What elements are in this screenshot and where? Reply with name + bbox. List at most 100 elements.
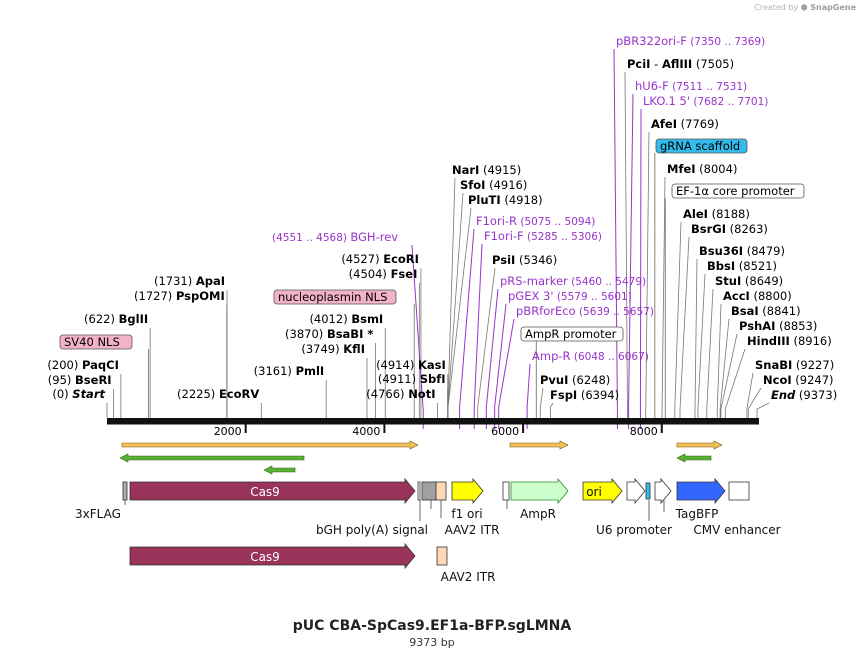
cut-site-pluti: PluTI (4918)	[468, 193, 543, 207]
cut-site-position: (4914)	[376, 358, 418, 372]
cut-site-position: (3870)	[285, 327, 327, 341]
u6-promoter-arrow	[626, 477, 646, 505]
feature-label-aav2itr: AAV2 ITR	[445, 523, 500, 537]
feature-label-cas9: Cas9	[250, 485, 280, 499]
cut-site-position: (9373)	[795, 388, 837, 402]
cut-site-name: PmlI	[296, 364, 325, 378]
cut-site-line-nari	[447, 177, 456, 418]
cut-site-position: (8649)	[741, 274, 783, 288]
cut-site-name: SbfI	[420, 372, 446, 386]
ampr-promoter-block	[502, 481, 510, 501]
backbone-strand	[107, 418, 759, 423]
cut-site-position: (7769)	[677, 117, 719, 131]
cut-site-mfei: MfeI (8004)	[667, 162, 737, 176]
cut-site-name: PvuI	[540, 373, 568, 387]
cut-site-name: BsmI	[351, 312, 383, 326]
primer-hu6-f: hU6-F (7511 .. 7531)	[635, 79, 747, 93]
feature-tag-text: AmpR promoter	[525, 327, 617, 341]
cut-site-line-pshai	[720, 333, 738, 418]
snapgene-logo-icon: ⬢	[800, 3, 808, 12]
cut-site-pcii: PciI - AflIII (7505)	[627, 57, 734, 71]
cut-site-position: (4915)	[479, 163, 521, 177]
flag-block	[122, 481, 128, 501]
cut-site-position: (0)	[52, 387, 72, 401]
cut-site-separator: -	[650, 57, 661, 71]
ampr-arrow	[510, 477, 569, 505]
cut-site-name: Start	[72, 387, 105, 401]
cut-site-position: (1727)	[134, 289, 176, 303]
nls-block	[417, 481, 421, 501]
cut-site-position: (3161)	[254, 364, 296, 378]
primer-bgh-rev: (4551 .. 4568) BGH-rev	[272, 230, 398, 244]
orf-arrow	[263, 465, 296, 475]
cut-site-line-pvui	[539, 387, 544, 418]
credit-brand: SnapGene	[810, 3, 856, 12]
backbone-strand-lower	[107, 423, 759, 425]
cut-site-name: BsaI	[731, 304, 759, 318]
cut-site-name: FseI	[391, 267, 418, 281]
cut-site-position: (8188)	[708, 207, 750, 221]
cut-site-name: Bsu36I	[699, 244, 743, 258]
cut-site-bsmi: (4012) BsmI	[309, 312, 383, 326]
cut-site-line-bsai	[719, 318, 730, 418]
cut-site-name: PciI	[627, 57, 650, 71]
feature-label-bgh: bGH poly(A) signal	[316, 523, 428, 537]
cut-site-position: (6248)	[568, 373, 610, 387]
cut-site-line-pcii	[624, 71, 628, 418]
site-leader-lines	[106, 48, 770, 429]
primer-f1ori-f: F1ori-F (5285 .. 5306)	[484, 229, 602, 243]
cut-site-line-mfei	[661, 176, 666, 418]
cut-site-name: BsrGI	[691, 222, 726, 236]
credit-prefix: Created by	[754, 3, 799, 12]
cut-site-name: PluTI	[468, 193, 501, 207]
cut-site-name: KasI	[418, 358, 446, 372]
cut-site-line-fspi	[550, 402, 554, 418]
feature-tag-ef-1-core-promoter: EF-1α core promoter	[671, 183, 805, 199]
cut-site-position: (200)	[47, 358, 82, 372]
primer-range: (6048 .. 6067)	[571, 351, 649, 363]
cut-site-acci: AccI (8800)	[723, 289, 792, 303]
feature-label-ori: ori	[586, 485, 602, 499]
cut-site-position: (3749)	[301, 342, 343, 356]
primer-range: (7350 .. 7369)	[687, 36, 765, 48]
feature-tag-sv40-nls: SV40 NLS	[59, 334, 133, 350]
cut-site-position: (4911)	[378, 372, 420, 386]
feature-tag-text: gRNA scaffold	[660, 139, 740, 153]
cut-site-name: PshAI	[739, 319, 775, 333]
cut-site-position: (8853)	[775, 319, 817, 333]
primer-name: BGH-rev	[350, 230, 398, 244]
feature-tag-text: SV40 NLS	[64, 335, 120, 349]
cut-site-name: NarI	[452, 163, 479, 177]
cut-site-line-psii	[477, 267, 496, 418]
primer-range: (5075 .. 5094)	[517, 216, 595, 228]
cut-site-ncoi: NcoI (9247)	[763, 373, 834, 387]
orf-arrow	[676, 440, 723, 450]
primer-name: LKO.1 5'	[643, 94, 690, 108]
primer-line-pbr322ori-f	[613, 48, 618, 429]
primer-prs-marker: pRS-marker (5460 .. 5479)	[500, 274, 646, 288]
primer-line-lko-1-5	[639, 108, 642, 429]
cut-site-line-afei	[645, 131, 650, 418]
primer-pbrforeco: pBRforEco (5639 .. 5657)	[516, 304, 654, 318]
cut-site-paqci: (200) PaqCI	[47, 358, 118, 372]
feature-label-u6: U6 promoter	[596, 523, 672, 537]
cut-site-name: KflI	[343, 342, 365, 356]
primer-name: F1ori-F	[484, 229, 524, 243]
cut-site-line-pluti	[447, 207, 472, 418]
cut-site-name: PsiI	[492, 253, 515, 267]
ori-arrow	[582, 477, 623, 505]
cut-site-position: (4527)	[341, 252, 383, 266]
cut-site-hindiii: HindIII (8916)	[747, 334, 832, 348]
cut-site-name: ApaI	[196, 274, 225, 288]
cut-site-line-bsu36i	[694, 258, 698, 418]
cut-site-name: EcoRI	[383, 252, 419, 266]
cut-site-position: (1731)	[154, 274, 196, 288]
primer-name: hU6-F	[635, 79, 669, 93]
cut-site-line-hindiii	[724, 348, 746, 418]
feature-tag-box	[671, 183, 805, 199]
primer-name: pRS-marker	[500, 274, 568, 288]
cut-site-position: (8004)	[696, 162, 738, 176]
ruler-label-6000: 6000	[491, 425, 519, 438]
